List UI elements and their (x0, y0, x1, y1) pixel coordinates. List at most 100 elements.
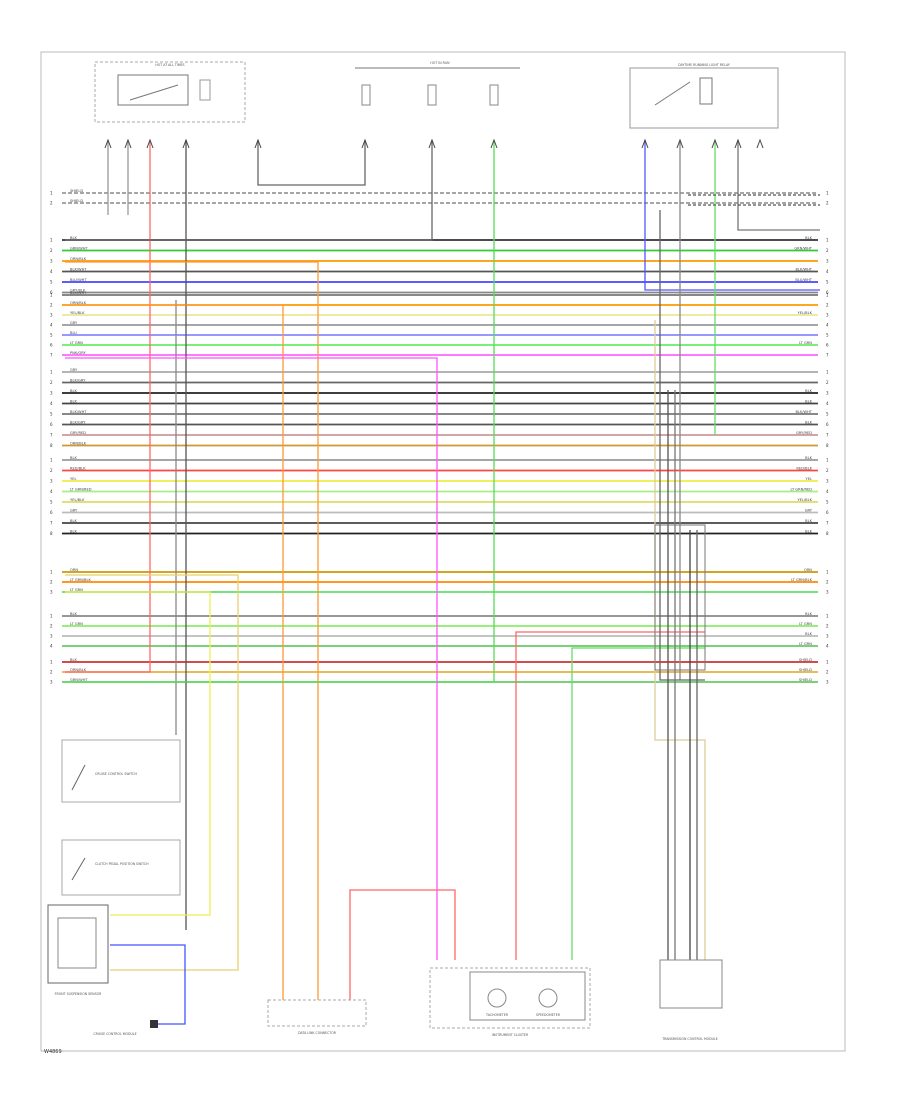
wire-color-label: BLK (70, 658, 77, 662)
wire-color-label: BLK (70, 519, 77, 523)
left-pin-number: 7 (50, 433, 53, 438)
fuse-symbol (199, 79, 211, 101)
left-pin-number: 1 (50, 614, 53, 619)
right-pin-number: 4 (826, 489, 829, 494)
wire-color-label: BLU/WHT (795, 278, 812, 282)
wire-color-label: BLU (70, 331, 77, 335)
wire-color-label: BLK (70, 456, 77, 460)
wire-color-label: GRN/WHT (70, 246, 88, 250)
right-pin-number: 6 (826, 510, 829, 515)
right-pin-number: 4 (826, 644, 829, 649)
instrument-cluster: TACHOMETER SPEEDOMETER INSTRUMENT CLUSTE… (429, 967, 591, 1037)
wire-color-label: YEL (806, 477, 812, 481)
left-pin-number: 6 (50, 290, 53, 295)
left-pin-number: 2 (50, 303, 53, 308)
suspension-sensor: FRONT SUSPENSION SENSOR (47, 904, 109, 996)
right-pin-number: 8 (826, 531, 829, 536)
left-pin-number: 7 (50, 521, 53, 526)
right-pin-number: 3 (826, 634, 829, 639)
wire-color-label: BLK/WHT (70, 291, 87, 295)
cruise-switch: CRUISE CONTROL SWITCH (61, 739, 181, 803)
wire-color-label: RED/BLK (70, 466, 86, 470)
wire-color-label: BLK/GRY (70, 378, 86, 382)
right-pin-number: 7 (826, 353, 829, 358)
wire-color-label: ORN/BLK (70, 668, 87, 672)
wire-color-label: ORN (804, 568, 812, 572)
fuse-box-label: HOT AT ALL TIMES (155, 63, 184, 67)
connector-pin (756, 138, 764, 149)
left-pin-number: 1 (50, 570, 53, 575)
sensor-label: FRONT SUSPENSION SENSOR (55, 992, 102, 996)
right-pin-number: 7 (826, 521, 829, 526)
clutch-switch-outline (61, 839, 181, 896)
left-pin-number: 2 (50, 670, 53, 675)
relay-contact (129, 84, 179, 101)
right-pin-number: 2 (826, 201, 829, 206)
wire-color-label: LT GRN (70, 588, 83, 592)
wire-color-label: GRN/WHT (70, 678, 88, 682)
top-connector-pins (104, 138, 764, 149)
cruise-module: CRUISE CONTROL MODULE (93, 1020, 158, 1036)
wire-color-label: ORN (70, 568, 78, 572)
wire-color-label: GRN/WHT (794, 246, 812, 250)
wire-color-label: BLK (805, 389, 812, 393)
wire-green-center (65, 140, 495, 683)
left-pin-number: 1 (50, 191, 53, 196)
wire-color-label: ORN/BLK (70, 441, 87, 445)
wire-color-label: GRY (70, 508, 78, 512)
right-pin-number: 3 (826, 680, 829, 685)
transmission-control-module: TRANSMISSION CONTROL MODULE (659, 959, 723, 1041)
right-pin-number: 3 (826, 391, 829, 396)
right-pin-number: 4 (826, 323, 829, 328)
tcm-outline (659, 959, 723, 1009)
wire-color-label: LT GRN/RED (70, 487, 92, 491)
wire-color-label: LT GRN (799, 642, 812, 646)
right-pin-number: 1 (826, 293, 829, 298)
connector-pin (676, 138, 684, 149)
tachometer-label: TACHOMETER (485, 1013, 509, 1017)
right-pin-number: 4 (826, 401, 829, 406)
wire-red-right (515, 631, 705, 960)
wire-color-label: YEL (70, 477, 76, 481)
left-pin-number: 4 (50, 269, 53, 274)
wire-color-label: BLK (805, 420, 812, 424)
wire-color-label: BLK (805, 236, 812, 240)
wire-color-label: BLK (70, 389, 77, 393)
wire-gray-center (257, 140, 366, 186)
clutch-switch-contact (71, 857, 86, 881)
connector-pin (104, 138, 112, 149)
right-pin-number: 5 (826, 280, 829, 285)
wire-color-label: LT GRN (799, 341, 812, 345)
relay-box-label: DAYTIME RUNNING LIGHT RELAY (678, 63, 730, 67)
speedometer-label: SPEEDOMETER (536, 1013, 561, 1017)
right-pin-number: 3 (826, 479, 829, 484)
wire-color-label: RED/BLK (796, 466, 812, 470)
left-pin-number: 5 (50, 333, 53, 338)
top-left-fuse-box: HOT AT ALL TIMES (94, 61, 246, 123)
wire-color-label: LT GRN/RED (790, 487, 812, 491)
connector-pin (182, 138, 190, 149)
wire-color-label: YEL/BLK (797, 498, 812, 502)
cruise-switch-outline (61, 739, 181, 803)
relay-coil (699, 77, 713, 105)
relay-box-outline (629, 67, 779, 129)
left-pin-number: 7 (50, 353, 53, 358)
right-pin-number: 1 (826, 238, 829, 243)
wire-color-label: BLK (805, 612, 812, 616)
relay-switch (654, 81, 691, 106)
center-fuse-label: HOT IN RUN (430, 61, 450, 65)
left-pin-number: 3 (50, 590, 53, 595)
left-pin-number: 5 (50, 280, 53, 285)
wire-color-label: LT GRN (799, 622, 812, 626)
wire-color-label: GRY (70, 368, 78, 372)
left-pin-number: 2 (50, 468, 53, 473)
top-center-fuses: HOT IN RUN (355, 61, 520, 106)
left-pin-number: 8 (50, 443, 53, 448)
wire-color-label: PNK/GRY (70, 351, 86, 355)
connector-pin (734, 138, 742, 149)
wire-color-label: BLK (70, 612, 77, 616)
wire-color-label: GRY (805, 508, 813, 512)
wire-color-label: LT GRN (70, 622, 83, 626)
left-pin-number: 4 (50, 323, 53, 328)
